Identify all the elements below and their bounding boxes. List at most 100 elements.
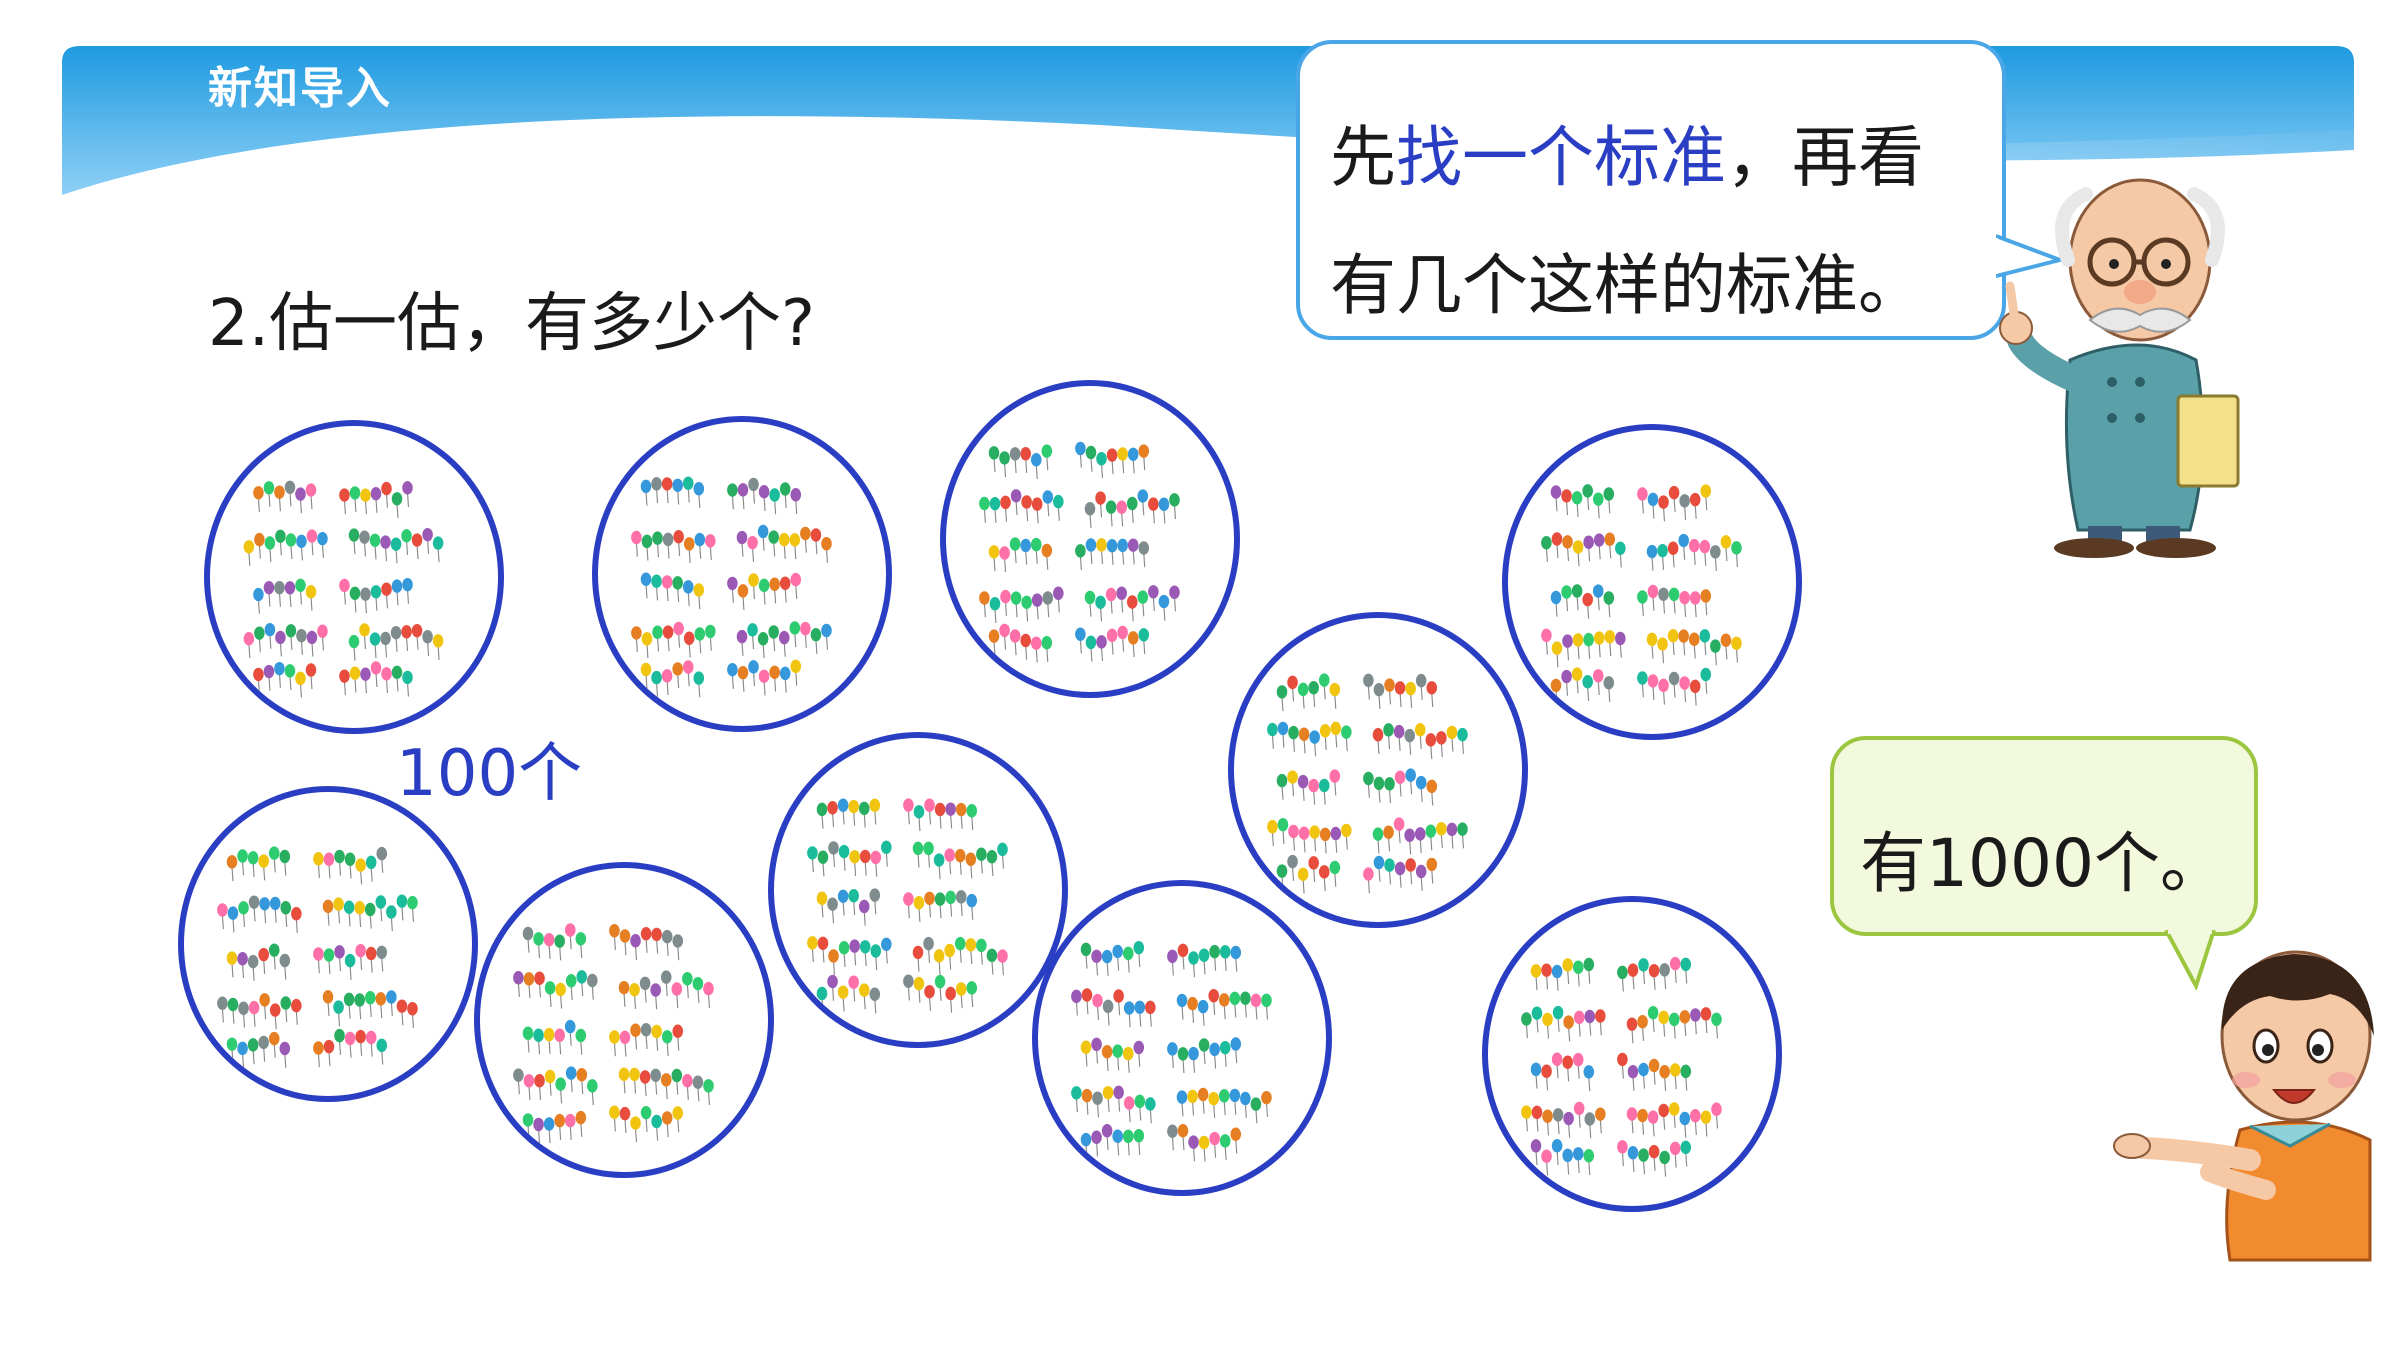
balloon-icon	[1679, 676, 1690, 690]
balloon-icon	[999, 623, 1010, 638]
balloon-icon	[1092, 993, 1103, 1008]
balloon-icon	[673, 621, 684, 636]
balloon-icon	[534, 1073, 545, 1088]
balloon-group-1	[204, 420, 504, 734]
balloon-icon	[1041, 444, 1053, 458]
balloon-icon	[565, 1066, 577, 1080]
balloon-icon	[247, 954, 259, 969]
section-title: 新知导入	[208, 63, 392, 114]
balloon-icon	[1106, 628, 1118, 643]
balloon-icon	[376, 945, 388, 960]
balloon-icon	[1638, 1148, 1649, 1162]
balloon-icon	[1277, 721, 1289, 736]
balloon-icon	[1053, 586, 1064, 600]
balloon-icon	[365, 1030, 377, 1045]
balloon-icon	[554, 1028, 565, 1042]
balloon-icon	[522, 1113, 534, 1127]
balloon-icon	[1250, 1097, 1262, 1111]
balloon-icon	[1021, 495, 1032, 509]
balloon-icon	[682, 972, 693, 986]
balloon-icon	[672, 478, 683, 493]
balloon-icon	[1084, 501, 1096, 516]
balloon-icon	[912, 945, 924, 960]
balloon-icon	[369, 632, 381, 646]
balloon-icon	[997, 949, 1008, 963]
balloon-icon	[1308, 681, 1319, 695]
balloon-icon	[264, 622, 276, 637]
balloon-icon	[1009, 447, 1021, 461]
balloon-icon	[683, 631, 695, 645]
balloon-icon	[380, 631, 391, 646]
balloon-icon	[641, 534, 653, 549]
balloon-icon	[651, 1024, 662, 1039]
balloon-icon	[1308, 778, 1319, 793]
balloon-icon	[369, 533, 381, 547]
balloon-icon	[1167, 1042, 1178, 1056]
balloon-icon	[1021, 595, 1032, 610]
balloon-icon	[1112, 1044, 1123, 1058]
balloon-icon	[989, 597, 1001, 611]
balloon-icon	[816, 802, 828, 817]
balloon-icon	[1659, 963, 1670, 977]
balloon-icon	[1363, 673, 1374, 688]
balloon-icon	[807, 846, 818, 860]
balloon-icon	[544, 1069, 556, 1084]
balloon-icon	[779, 482, 791, 496]
balloon-icon	[694, 532, 706, 547]
balloon-icon	[237, 951, 248, 966]
balloon-icon	[828, 949, 839, 963]
balloon-icon	[913, 976, 925, 991]
balloon-icon	[694, 627, 706, 641]
balloon-icon	[1020, 538, 1031, 553]
balloon-icon	[1583, 1148, 1595, 1163]
balloon-icon	[955, 982, 967, 996]
balloon-icon	[513, 970, 524, 985]
balloon-icon	[1102, 1085, 1114, 1100]
balloon-icon	[1457, 727, 1468, 742]
balloon-icon	[727, 483, 738, 497]
balloon-icon	[1000, 495, 1011, 510]
balloon-icon	[376, 846, 388, 861]
balloon-icon	[757, 631, 769, 646]
balloon-icon	[1383, 825, 1394, 839]
balloon-icon	[1700, 1007, 1712, 1021]
balloon-icon	[881, 937, 892, 952]
balloon-icon	[988, 545, 1000, 559]
balloon-icon	[1116, 586, 1127, 600]
balloon-icon	[682, 476, 694, 490]
balloon-icon	[705, 624, 716, 639]
balloon-icon	[380, 535, 391, 549]
balloon-icon	[381, 667, 392, 681]
balloon-icon	[1572, 540, 1584, 554]
balloon-icon	[1551, 1052, 1563, 1066]
balloon-icon	[789, 533, 801, 547]
balloon-icon	[401, 625, 412, 639]
balloon-icon	[1123, 1001, 1135, 1015]
balloon-icon	[1031, 497, 1043, 511]
balloon-icon	[1177, 1047, 1189, 1061]
balloon-icon	[1188, 951, 1199, 965]
balloon-icon	[381, 481, 392, 496]
balloon-cluster	[1541, 484, 1742, 706]
balloon-icon	[1678, 629, 1689, 643]
balloon-icon	[1134, 1000, 1146, 1015]
balloon-icon	[1679, 494, 1690, 508]
balloon-icon	[1571, 491, 1583, 505]
balloon-icon	[323, 948, 335, 962]
balloon-icon	[881, 840, 892, 855]
balloon-icon	[284, 480, 296, 494]
teacher-illustration	[1999, 178, 2240, 558]
balloon-icon	[564, 923, 576, 937]
boy-speech-bubble: 有1000个。	[1830, 736, 2258, 936]
balloon-icon	[391, 492, 403, 506]
balloon-icon	[523, 972, 535, 986]
balloon-icon	[779, 576, 791, 590]
balloon-icon	[333, 1000, 344, 1014]
balloon-icon	[1091, 949, 1102, 964]
balloon-icon	[1542, 1012, 1553, 1027]
balloon-icon	[1208, 988, 1219, 1003]
balloon-icon	[1414, 827, 1426, 841]
balloon-icon	[1287, 770, 1298, 784]
balloon-icon	[1593, 533, 1605, 547]
balloon-icon	[334, 1028, 345, 1043]
